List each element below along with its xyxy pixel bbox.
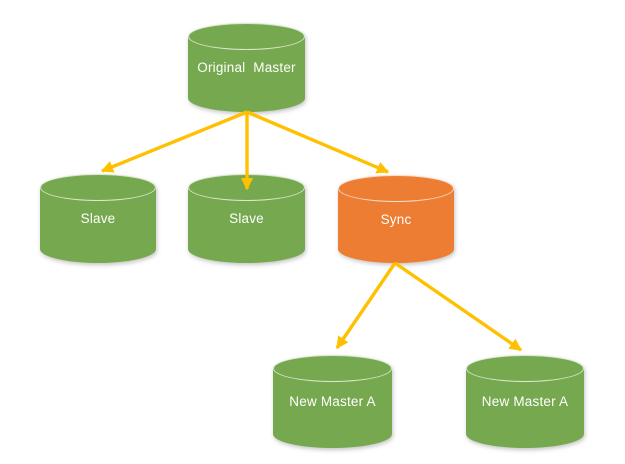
node-label: New Master A [481,394,569,409]
node-label: New Master A [289,394,376,409]
edge-sync-to-new-master-a-1 [335,262,397,350]
node-label: Slave [80,211,116,226]
cylinder-top-ellipse [273,355,392,382]
node-label: Original Master [197,60,296,75]
node-new-master-a-1: New Master A [273,355,392,448]
node-sync: Sync [338,175,454,263]
node-slave-2: Slave [188,174,305,263]
edge-original-master-to-sync [246,110,390,174]
node-new-master-a-2: New Master A [466,355,584,448]
node-slave-1: Slave [40,174,156,263]
cylinder-top-ellipse [466,355,584,382]
edge-sync-to-new-master-a-2 [394,261,523,352]
node-original-master: Original Master [188,23,305,112]
cylinder-top-ellipse [188,23,305,50]
node-label: Slave [229,211,264,226]
cylinder-top-ellipse [338,175,454,202]
node-label: Sync [380,211,412,227]
edge-original-master-to-slave-1 [100,110,248,173]
cylinder-top-ellipse [40,174,156,201]
